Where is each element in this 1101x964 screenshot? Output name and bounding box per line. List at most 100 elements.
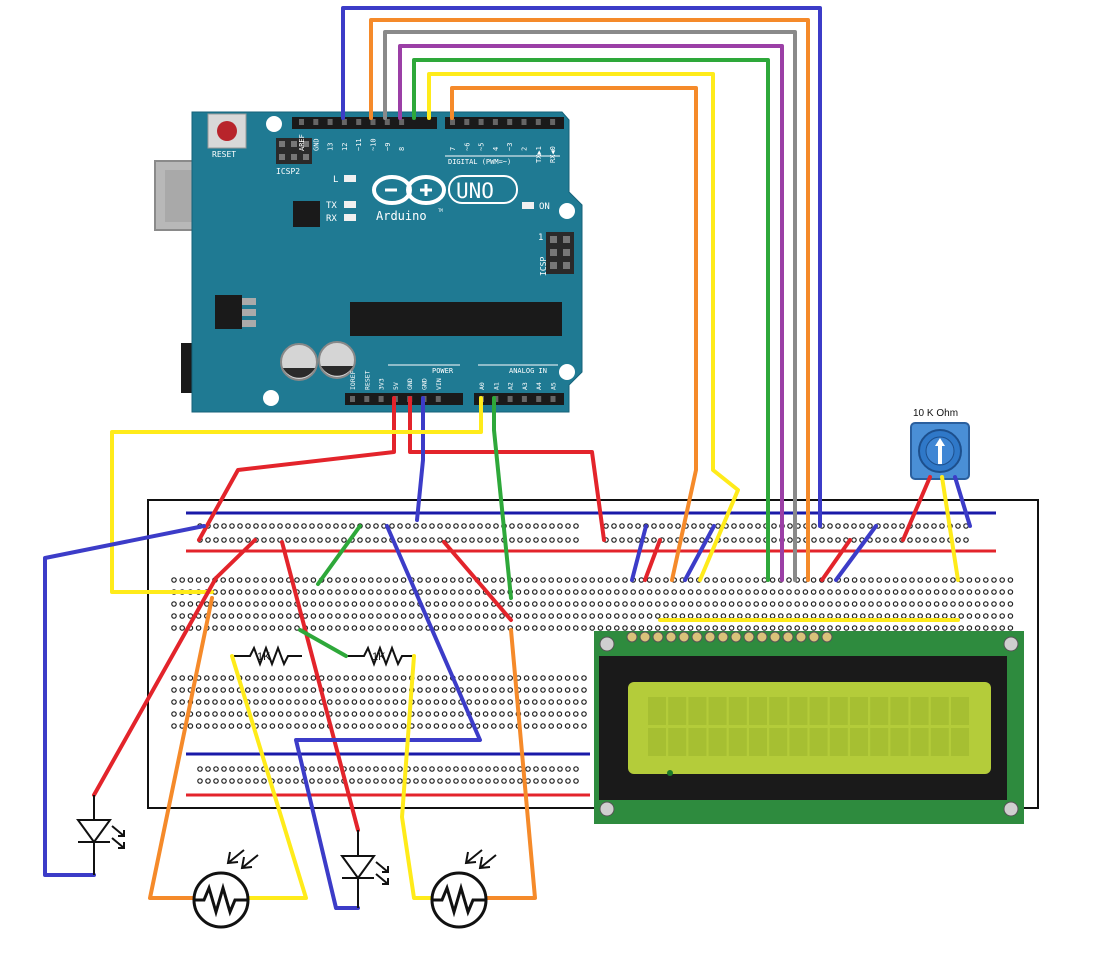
breadboard-hole [445, 778, 451, 784]
breadboard-hole [357, 766, 363, 772]
breadboard-hole [437, 537, 443, 543]
breadboard-hole [549, 523, 555, 529]
breadboard-hole [449, 601, 456, 607]
lcd-mount-hole [599, 636, 615, 652]
breadboard-hole [556, 711, 563, 717]
breadboard-hole [900, 613, 907, 619]
breadboard-hole [482, 687, 489, 693]
breadboard-hole [931, 537, 937, 543]
breadboard-hole [548, 613, 555, 619]
board-outline [191, 111, 583, 413]
breadboard-hole [564, 723, 571, 729]
breadboard-hole [351, 625, 358, 631]
breadboard-hole [1007, 625, 1014, 631]
breadboard-hole [794, 613, 801, 619]
breadboard-hole [679, 589, 686, 595]
breadboard-hole [433, 675, 440, 681]
breadboard-hole [433, 577, 440, 583]
breadboard-hole [794, 625, 801, 631]
breadboard-hole [179, 613, 186, 619]
breadboard-hole [712, 601, 719, 607]
breadboard-hole [755, 523, 761, 529]
breadboard-hole [622, 577, 628, 583]
breadboard-hole [179, 675, 186, 681]
breadboard-hole [572, 577, 579, 583]
breadboard-hole [269, 589, 276, 595]
breadboard-hole [490, 675, 497, 681]
breadboard-hole [421, 766, 427, 772]
breadboard-hole [205, 766, 211, 772]
breadboard-hole [384, 675, 391, 681]
breadboard-hole [597, 589, 604, 595]
breadboard-hole [425, 687, 432, 693]
breadboard-hole [392, 711, 399, 717]
breadboard-hole [253, 589, 259, 595]
breadboard-hole [691, 537, 697, 543]
breadboard-hole [461, 766, 467, 772]
breadboard-hole [310, 625, 317, 631]
breadboard-hole [285, 766, 291, 772]
breadboard-hole [277, 625, 284, 631]
breadboard-hole [859, 601, 866, 607]
wire-lcd-a [820, 538, 852, 582]
lcd-char-cell [648, 728, 666, 756]
wire-d10-to-lcd [398, 44, 784, 582]
lcd-pin [795, 631, 807, 643]
breadboard-hole [556, 699, 563, 705]
breadboard-hole [212, 625, 218, 631]
breadboard-hole [654, 613, 661, 619]
breadboard-hole [437, 766, 443, 772]
breadboard-hole [310, 675, 317, 681]
breadboard-hole [675, 523, 681, 529]
breadboard-hole [835, 601, 842, 607]
breadboard-hole [884, 613, 891, 619]
arduino-infinity-logo [372, 175, 446, 205]
breadboard-hole [245, 675, 251, 681]
breadboard-hole [540, 687, 546, 693]
wire-d11-to-lcd [383, 30, 797, 582]
breadboard-hole [613, 577, 620, 583]
breadboard-hole [517, 537, 523, 543]
breadboard-hole [261, 687, 268, 693]
breadboard-hole [417, 723, 423, 729]
breadboard-hole [343, 687, 350, 693]
breadboard-hole [704, 601, 710, 607]
breadboard-hole [433, 589, 440, 595]
icsp-label: ICSP [539, 257, 548, 276]
breadboard-hole [317, 766, 323, 772]
breadboard-hole [868, 625, 874, 631]
breadboard-hole [663, 625, 669, 631]
breadboard-hole [325, 766, 331, 772]
breadboard-hole [523, 613, 530, 619]
breadboard-hole [220, 625, 227, 631]
breadboard-hole [441, 601, 448, 607]
breadboard-hole [917, 589, 924, 595]
breadboard-hole [417, 687, 423, 693]
lcd-char-cell [769, 728, 788, 756]
breadboard-hole [941, 625, 948, 631]
breadboard-hole [523, 687, 530, 693]
breadboard-hole [449, 699, 456, 705]
breadboard-hole [417, 711, 423, 717]
breadboard-hole [564, 675, 571, 681]
mounting-hole [263, 390, 279, 406]
breadboard-hole [389, 766, 395, 772]
breadboard-hole [445, 523, 451, 529]
breadboard-hole [695, 613, 702, 619]
breadboard-hole [433, 625, 440, 631]
breadboard-hole [490, 577, 497, 583]
breadboard-hole [747, 537, 753, 543]
breadboard-hole [458, 577, 464, 583]
breadboard-hole [573, 523, 579, 529]
breadboard-hole [171, 675, 177, 681]
breadboard-hole [195, 625, 202, 631]
breadboard-hole [376, 601, 382, 607]
breadboard-hole [285, 537, 291, 543]
breadboard-hole [731, 537, 737, 543]
breadboard-hole [458, 723, 464, 729]
breadboard-hole [548, 625, 555, 631]
breadboard-hole [540, 675, 546, 681]
breadboard-hole [359, 625, 366, 631]
pin-label: ~11 [355, 138, 363, 151]
breadboard-hole [687, 589, 694, 595]
